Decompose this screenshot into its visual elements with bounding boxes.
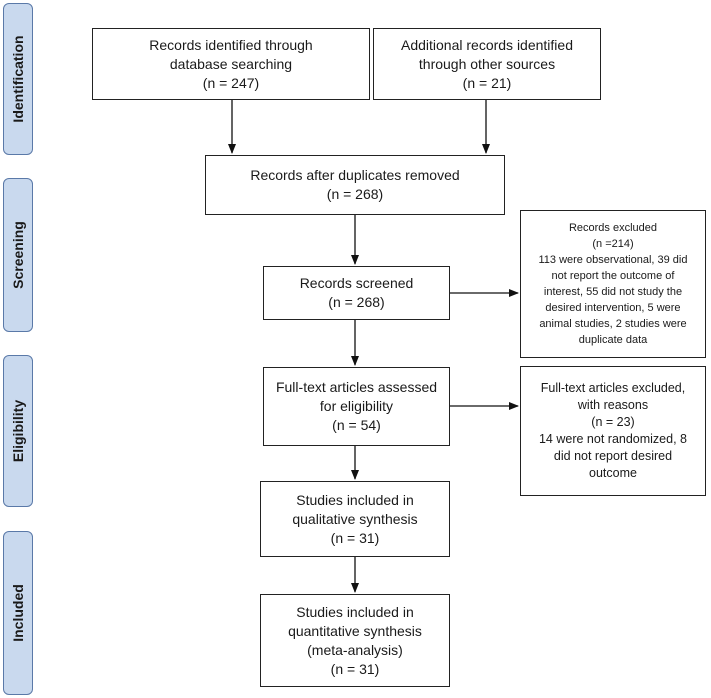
box-other-sources: Additional records identified through ot… [373, 28, 601, 100]
box-database-searching: Records identified through database sear… [92, 28, 370, 100]
stage-screening: Screening [3, 178, 33, 332]
box-quantitative-synthesis: Studies included in quantitative synthes… [260, 594, 450, 687]
box-records-excluded: Records excluded (n =214) 113 were obser… [520, 210, 706, 358]
box-duplicates-removed: Records after duplicates removed (n = 26… [205, 155, 505, 215]
box-fulltext-excluded: Full-text articles excluded, with reason… [520, 366, 706, 496]
stage-identification: Identification [3, 3, 33, 155]
box-qualitative-synthesis: Studies included in qualitative synthesi… [260, 481, 450, 557]
box-fulltext-assessed: Full-text articles assessed for eligibil… [263, 367, 450, 446]
stage-eligibility: Eligibility [3, 355, 33, 507]
box-records-screened: Records screened (n = 268) [263, 266, 450, 320]
stage-included: Included [3, 531, 33, 695]
